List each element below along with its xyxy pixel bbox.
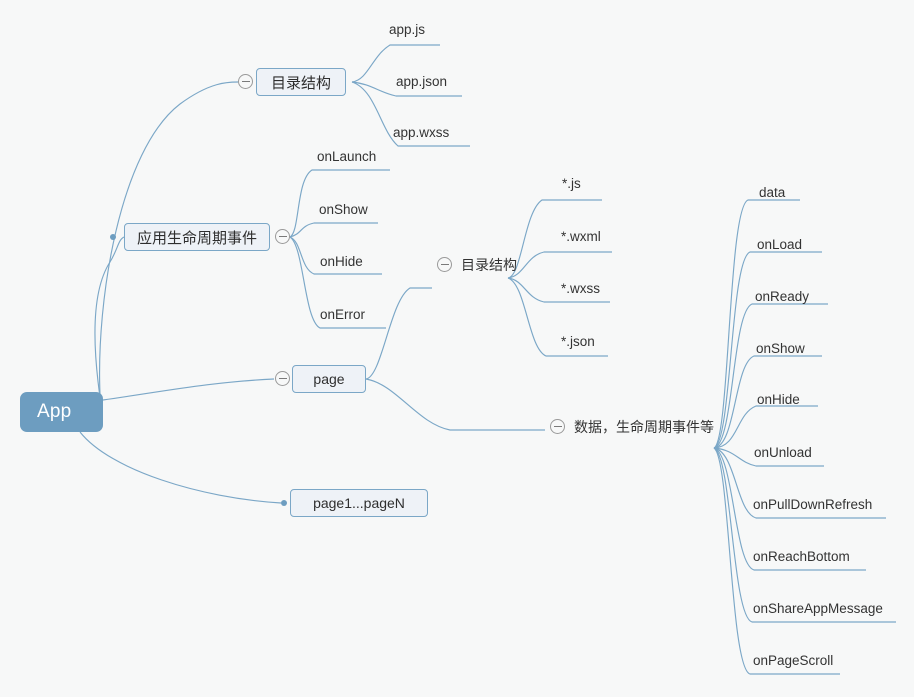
- leaf-star-wxml[interactable]: *.wxml: [561, 230, 601, 244]
- node-pages-range-label: page1...pageN: [313, 495, 405, 511]
- leaf-onpulldownrefresh-label: onPullDownRefresh: [753, 497, 873, 512]
- node-page-data[interactable]: 数据，生命周期事件等: [574, 420, 714, 434]
- link-page-dirstructure2: [365, 287, 432, 380]
- node-dirstructure-app[interactable]: 目录结构: [256, 68, 346, 96]
- leaf-onerror-label: onError: [320, 307, 366, 322]
- link-data-onshareappmessage: [713, 447, 896, 623]
- node-pages-range[interactable]: page1...pageN: [290, 489, 428, 517]
- link-dir2-wxml: [507, 251, 612, 279]
- link-page-data: [365, 378, 545, 431]
- link-root-to-pages: [79, 431, 282, 504]
- leaf-onload[interactable]: onLoad: [757, 238, 802, 252]
- node-app-lifecycle[interactable]: 应用生命周期事件: [124, 223, 270, 251]
- leaf-onshareappmessage[interactable]: onShareAppMessage: [753, 602, 883, 616]
- connector-dot-lifecycle: [110, 234, 116, 240]
- leaf-onpagescroll-label: onPageScroll: [753, 653, 834, 668]
- leaf-star-js[interactable]: *.js: [562, 177, 581, 191]
- link-lifecycle-onshow: [289, 222, 378, 238]
- link-data-onready: [713, 303, 828, 449]
- node-app-lifecycle-label: 应用生命周期事件: [136, 229, 257, 247]
- leaf-onshow-app-label: onShow: [319, 202, 368, 217]
- node-dirstructure-page[interactable]: 目录结构: [461, 258, 517, 272]
- leaf-data[interactable]: data: [759, 186, 785, 200]
- leaf-app-js-label: app.js: [389, 22, 426, 37]
- collapse-toggle-page[interactable]: [275, 371, 290, 386]
- leaf-star-wxml-label: *.wxml: [561, 229, 601, 244]
- leaf-star-json-label: *.json: [561, 334, 595, 349]
- leaf-onshow-app[interactable]: onShow: [319, 203, 368, 217]
- leaf-app-wxss-label: app.wxss: [393, 125, 450, 140]
- leaf-star-json[interactable]: *.json: [561, 335, 595, 349]
- node-page[interactable]: page: [292, 365, 366, 393]
- node-page-label: page: [313, 371, 345, 387]
- leaf-onreachbottom[interactable]: onReachBottom: [753, 550, 850, 564]
- leaf-onerror[interactable]: onError: [320, 308, 365, 322]
- leaf-app-json[interactable]: app.json: [396, 75, 447, 89]
- leaf-onhide-app[interactable]: onHide: [320, 255, 363, 269]
- leaf-app-js[interactable]: app.js: [389, 23, 425, 37]
- collapse-toggle-page-data[interactable]: [550, 419, 565, 434]
- node-dirstructure-page-label: 目录结构: [461, 257, 517, 273]
- leaf-onlaunch-label: onLaunch: [317, 149, 377, 164]
- leaf-onhide-app-label: onHide: [320, 254, 363, 269]
- collapse-toggle-dirstructure-page[interactable]: [437, 257, 452, 272]
- leaf-onready-label: onReady: [755, 289, 810, 304]
- leaf-onunload-label: onUnload: [754, 445, 812, 460]
- link-data-onhide: [713, 405, 818, 449]
- collapse-toggle-dirstructure-app[interactable]: [238, 74, 253, 89]
- link-root-to-page: [102, 378, 275, 401]
- leaf-star-wxss-label: *.wxss: [561, 281, 601, 296]
- leaf-app-json-label: app.json: [396, 74, 448, 89]
- leaf-data-label: data: [759, 185, 786, 200]
- leaf-app-wxss[interactable]: app.wxss: [393, 126, 449, 140]
- leaf-onreachbottom-label: onReachBottom: [753, 549, 850, 564]
- leaf-onlaunch[interactable]: onLaunch: [317, 150, 376, 164]
- root-node-app[interactable]: App: [20, 392, 103, 432]
- leaf-onshow-page-label: onShow: [756, 341, 805, 356]
- leaf-onload-label: onLoad: [757, 237, 803, 252]
- node-page-data-label: 数据，生命周期事件等: [574, 419, 714, 435]
- connector-dot-pages: [281, 500, 287, 506]
- leaf-onready[interactable]: onReady: [755, 290, 809, 304]
- leaf-star-wxss[interactable]: *.wxss: [561, 282, 600, 296]
- leaf-star-js-label: *.js: [562, 176, 581, 191]
- leaf-onshow-page[interactable]: onShow: [756, 342, 805, 356]
- leaf-onunload[interactable]: onUnload: [754, 446, 812, 460]
- link-root-to-lifecycle: [94, 236, 125, 398]
- leaf-onshareappmessage-label: onShareAppMessage: [753, 601, 883, 616]
- leaf-onhide-page-label: onHide: [757, 392, 800, 407]
- root-node-label: App: [37, 401, 72, 422]
- leaf-onhide-page[interactable]: onHide: [757, 393, 800, 407]
- leaf-onpagescroll[interactable]: onPageScroll: [753, 654, 833, 668]
- collapse-toggle-app-lifecycle[interactable]: [275, 229, 290, 244]
- node-dirstructure-app-label: 目录结构: [270, 74, 331, 92]
- leaf-onpulldownrefresh[interactable]: onPullDownRefresh: [753, 498, 872, 512]
